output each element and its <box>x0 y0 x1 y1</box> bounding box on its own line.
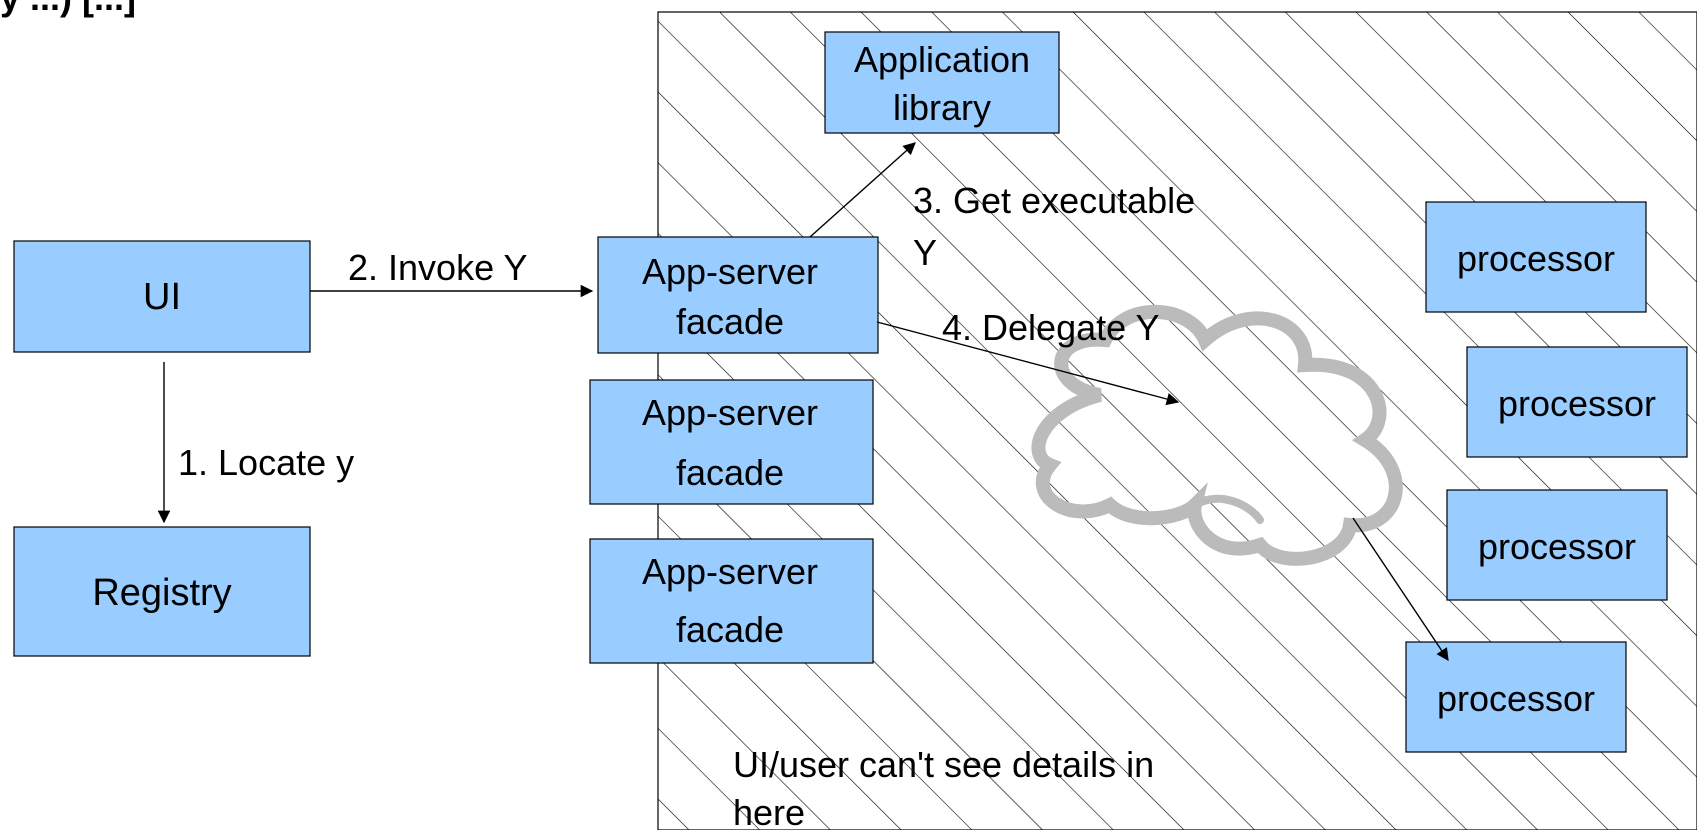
processor-node-2: processor <box>1466 346 1688 458</box>
facade-1-label-line2: facade <box>676 301 784 342</box>
processor-1-label: processor <box>1457 238 1615 279</box>
registry-label: Registry <box>92 572 231 614</box>
hidden-region-note-line1: UI/user can't see details in <box>733 744 1154 785</box>
processor-node-1: processor <box>1425 201 1647 313</box>
delegate-arrow <box>876 321 1180 406</box>
invoke-label: 2. Invoke Y <box>348 247 527 288</box>
get-executable-label-line2: Y <box>913 232 937 273</box>
delegate-label: 4. Delegate Y <box>942 307 1160 348</box>
dispatch-arrow <box>1352 517 1449 662</box>
header-fragment: y ...) [...] <box>0 0 136 18</box>
application-library-node: Application library <box>824 31 1060 134</box>
facade-3-label-line1: App-server <box>642 551 818 592</box>
hidden-region-note-line2: here <box>733 792 805 830</box>
facade-3-label-line2: facade <box>676 609 784 650</box>
facade-node-1: App-server facade <box>597 236 879 354</box>
ui-label: UI <box>143 276 181 318</box>
facade-2-label-line2: facade <box>676 452 784 493</box>
facade-1-label-line1: App-server <box>642 251 818 292</box>
locate-label: 1. Locate y <box>178 442 354 483</box>
processor-4-label: processor <box>1437 678 1595 719</box>
ui-node: UI <box>13 240 311 353</box>
facade-node-2: App-server facade <box>589 379 874 505</box>
facade-node-3: App-server facade <box>589 538 874 664</box>
processor-node-3: processor <box>1446 489 1668 601</box>
processor-2-label: processor <box>1498 383 1656 424</box>
processor-3-label: processor <box>1478 526 1636 567</box>
application-library-label-line1: Application <box>854 39 1030 80</box>
processor-node-4: processor <box>1405 641 1627 753</box>
get-executable-label-line1: 3. Get executable <box>913 180 1195 221</box>
facade-2-label-line1: App-server <box>642 392 818 433</box>
registry-node: Registry <box>13 526 311 657</box>
cloud-icon <box>1031 304 1403 566</box>
get-executable-arrow <box>809 142 916 238</box>
application-library-label-line2: library <box>893 87 991 128</box>
